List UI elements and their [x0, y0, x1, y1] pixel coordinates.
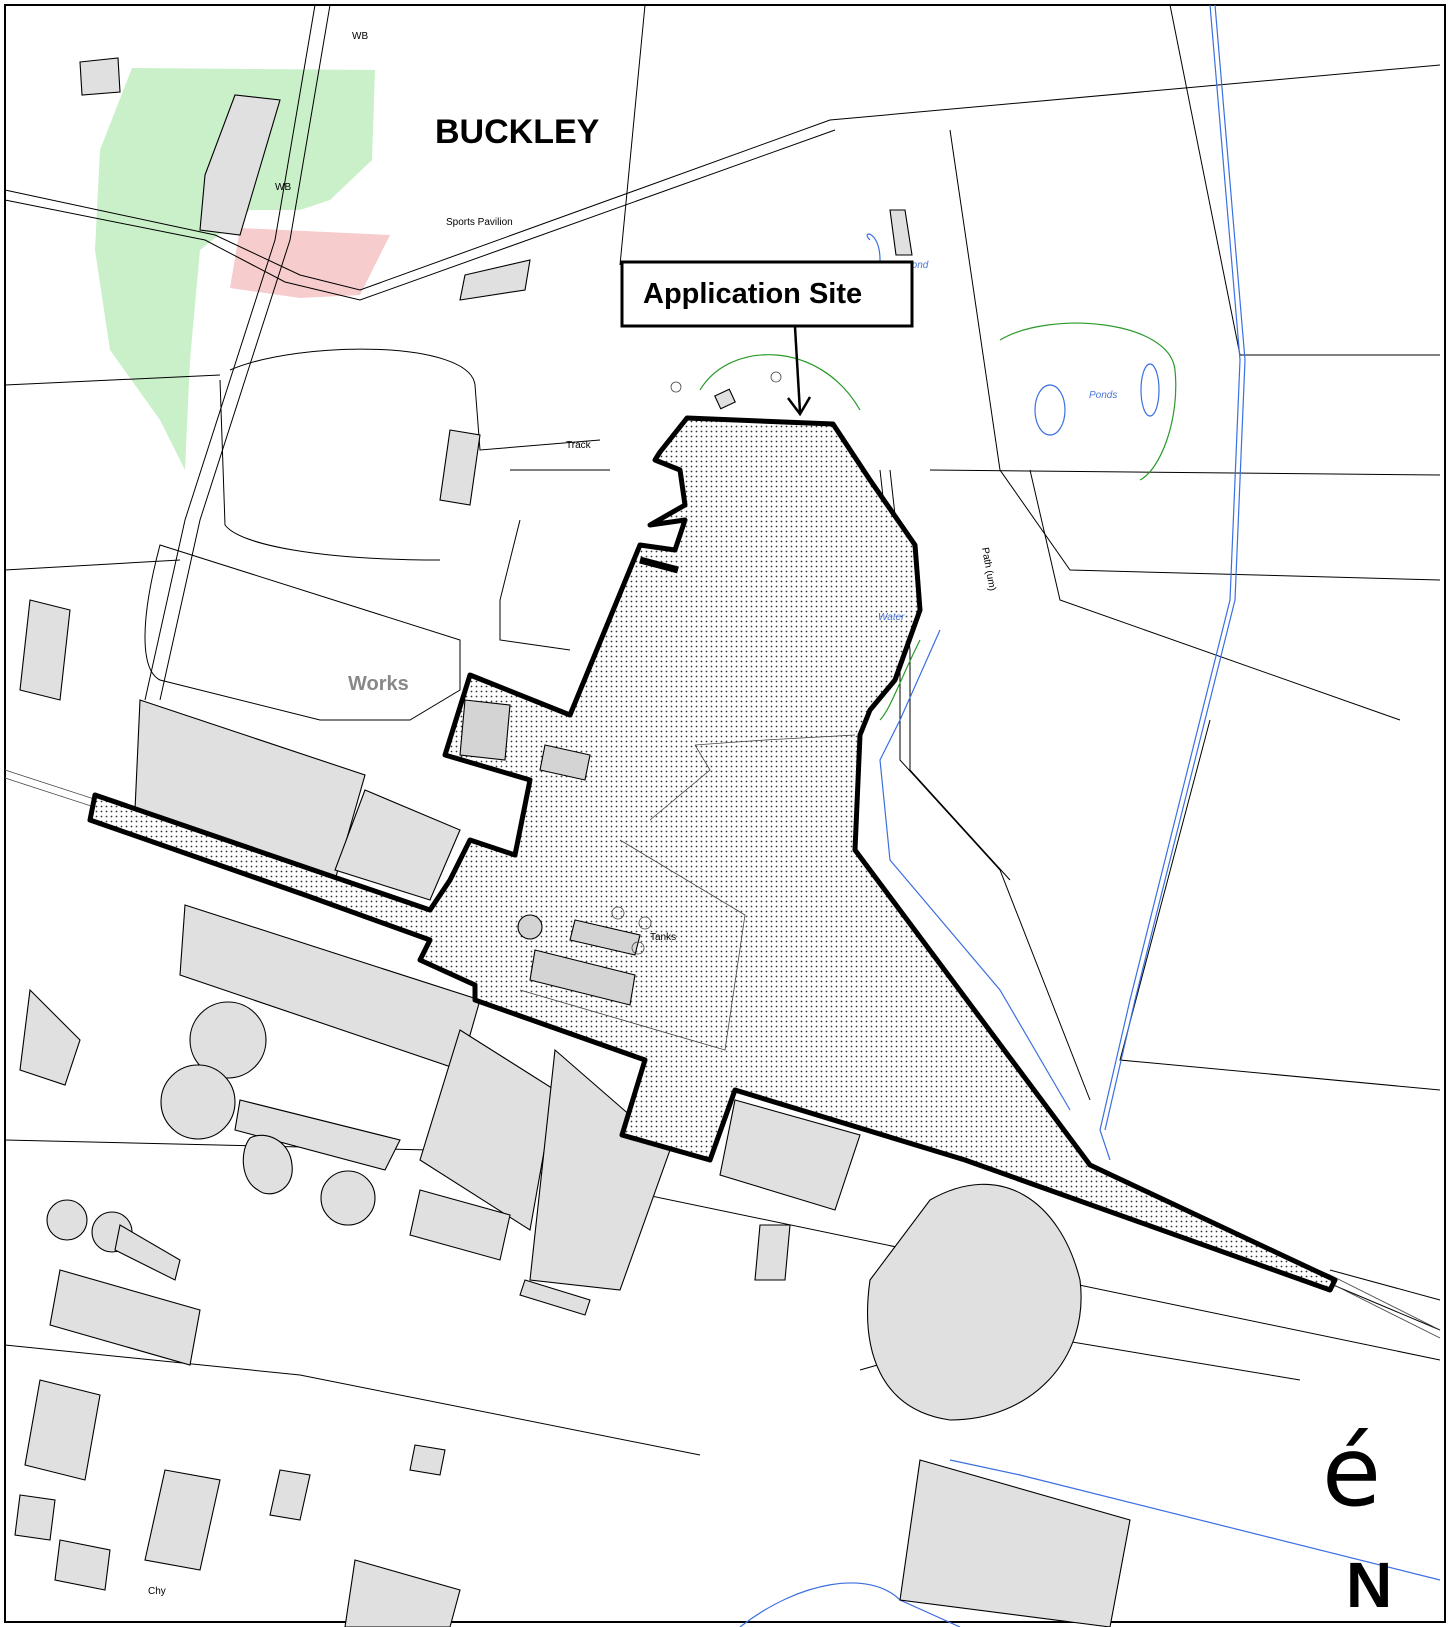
callout-label: Application Site [643, 278, 862, 310]
wb-label-top: WB [352, 31, 368, 42]
field-boundaries [4, 4, 1441, 1456]
north-arrow-icon: é [1322, 1416, 1381, 1528]
pink-area [230, 228, 390, 298]
application-site-callout: Application Site [620, 260, 914, 328]
north-arrow: é N [1322, 1416, 1392, 1621]
green-area [95, 68, 375, 470]
pond-label: Pond [905, 260, 929, 271]
site-top-markers [670, 371, 782, 410]
track-label: Track [566, 440, 592, 451]
north-letter: N [1346, 1549, 1392, 1621]
vegetation-outlines [699, 322, 1177, 721]
tanks-label: Tanks [650, 932, 676, 943]
place-label-buckley: BUCKLEY [435, 113, 600, 151]
ponds-label: Ponds [1089, 390, 1117, 401]
sports-pavilion-label: Sports Pavilion [446, 217, 513, 228]
works-label: Works [348, 673, 409, 695]
buildings [14, 57, 1131, 1627]
water-label: Water [878, 612, 905, 623]
watercourses [739, 4, 1441, 1627]
chy-label: Chy [148, 1586, 166, 1597]
callout-box [620, 260, 914, 328]
wb-label-mid: WB [275, 182, 291, 193]
site-interior-features [459, 699, 856, 1051]
application-site-boundary [87, 415, 1338, 1293]
callout-arrow [787, 326, 812, 417]
